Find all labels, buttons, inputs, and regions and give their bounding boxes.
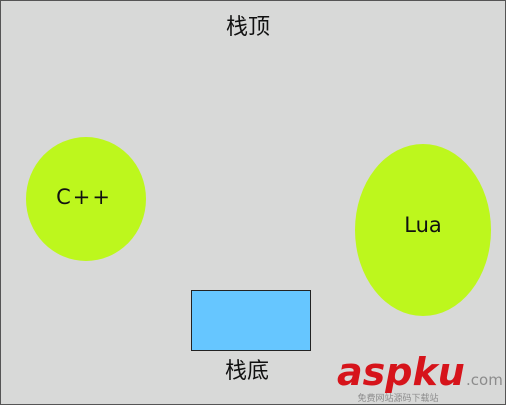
- watermark-logo: aspku .com 免费网站源码下载站: [337, 350, 503, 404]
- cpp-label: C++: [56, 185, 112, 209]
- watermark-tagline: 免费网站源码下载站: [357, 392, 438, 404]
- lua-ellipse: [355, 144, 491, 316]
- watermark-brand: aspku: [337, 350, 465, 394]
- stack-bottom-label: 栈底: [225, 359, 269, 384]
- lua-label: Lua: [404, 213, 442, 237]
- stack-bottom-box: [191, 290, 311, 351]
- stack-top-label: 栈顶: [226, 15, 270, 40]
- cpp-ellipse: [26, 137, 146, 261]
- watermark-domain: .com: [466, 371, 503, 389]
